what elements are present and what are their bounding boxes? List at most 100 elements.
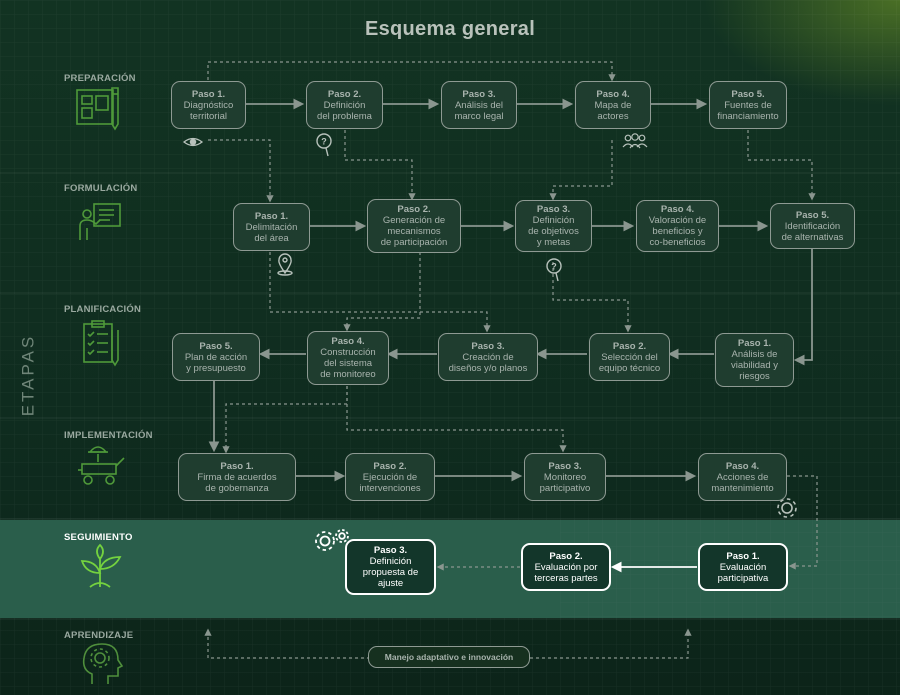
step-desc-line: intervenciones xyxy=(359,482,421,494)
step-number: Paso 2. xyxy=(327,88,362,100)
step-desc-line: actores xyxy=(597,110,629,122)
step-desc-line: viabilidad y xyxy=(731,360,778,371)
step-desc-line: Monitoreo xyxy=(543,471,587,483)
etapas-axis-label: ETAPAS xyxy=(8,320,48,430)
step-number: Paso 2. xyxy=(397,204,431,215)
preparacion-step-2[interactable]: Paso 2. Definición del problema xyxy=(306,81,383,129)
solid-connectors xyxy=(208,98,813,482)
planificacion-step-4[interactable]: Paso 4. Construcción del sistema de moni… xyxy=(307,331,389,385)
implementacion-step-4[interactable]: Paso 4. Acciones de mantenimiento xyxy=(698,453,787,501)
step-number: Paso 4. xyxy=(725,460,760,472)
formulacion-step-2[interactable]: Paso 2. Generación de mecanismos de part… xyxy=(367,199,461,253)
formulacion-step-3[interactable]: Paso 3. Definición de objetivos y metas xyxy=(515,200,592,252)
step-desc-line: propuesta de xyxy=(362,567,419,578)
step-number: Paso 3. xyxy=(471,340,505,352)
blueprint-icon xyxy=(76,87,119,131)
step-desc-line: Valoración de xyxy=(648,215,707,226)
planificacion-step-5[interactable]: Paso 5. Plan de acción y presupuesto xyxy=(172,333,260,381)
step-desc-line: de gobernanza xyxy=(205,482,269,494)
step-number: Paso 3. xyxy=(373,545,408,556)
step-desc-line: participativa xyxy=(717,572,769,584)
step-number: Paso 3. xyxy=(462,88,496,100)
stage-label-seguimiento: SEGUIMIENTO xyxy=(64,532,133,543)
stage-separators xyxy=(0,172,900,620)
step-desc-line: territorial xyxy=(190,110,227,122)
stage-label-aprendizaje: APRENDIZAJE xyxy=(64,630,134,641)
step-desc-line: de participación xyxy=(380,237,448,248)
seguimiento-step-1[interactable]: Paso 1. Evaluación participativa xyxy=(698,543,788,591)
step-desc-line: marco legal xyxy=(454,110,504,122)
step-desc-line: del sistema xyxy=(323,358,373,369)
step-number: Paso 3. xyxy=(536,204,571,215)
step-desc-line: mecanismos xyxy=(387,226,441,237)
step-number: Paso 1. xyxy=(220,460,254,472)
step-desc-line: equipo técnico xyxy=(598,362,661,374)
seguimiento-step-2[interactable]: Paso 2. Evaluación por terceras partes xyxy=(521,543,611,591)
step-desc-line: Definición xyxy=(532,215,575,226)
step-number: Paso 1. xyxy=(254,210,289,222)
svg-text:?: ? xyxy=(321,137,327,147)
presentation-icon xyxy=(79,203,121,240)
step-desc-line: ajuste xyxy=(377,578,404,589)
diagram-title: Esquema general xyxy=(364,18,536,40)
step-desc-line: Mapa de xyxy=(594,99,632,111)
preparacion-step-1[interactable]: Paso 1. Diagnóstico territorial xyxy=(171,81,246,129)
step-desc-line: beneficios y xyxy=(652,226,703,237)
step-desc-line: Análisis del xyxy=(454,99,504,111)
step-desc-line: terceras partes xyxy=(534,572,598,584)
step-desc-line: y presupuesto xyxy=(186,362,246,374)
step-number: Paso 1. xyxy=(726,550,760,562)
gears-icon xyxy=(315,529,349,551)
step-desc-line: del problema xyxy=(317,110,372,122)
eye-icon xyxy=(182,137,204,147)
step-desc-line: Plan de acción xyxy=(184,351,248,363)
step-desc-line: de monitoreo xyxy=(320,369,376,380)
step-desc-line: de objetivos xyxy=(528,226,579,237)
formulacion-step-4[interactable]: Paso 4. Valoración de beneficios y co-be… xyxy=(636,200,719,252)
step-desc-line: Evaluación xyxy=(719,561,767,573)
step-number: Paso 4. xyxy=(331,336,365,347)
implementacion-step-2[interactable]: Paso 2. Ejecución de intervenciones xyxy=(345,453,435,501)
sprout-icon xyxy=(80,543,122,588)
step-desc-line: Identificación xyxy=(784,220,841,232)
formulacion-step-5[interactable]: Paso 5. Identificación de alternativas xyxy=(770,203,855,249)
preparacion-step-4[interactable]: Paso 4. Mapa de actores xyxy=(575,81,651,129)
step-desc-line: del área xyxy=(254,232,289,244)
stage-label-formulacion: FORMULACIÓN xyxy=(64,183,138,194)
step-desc-line: diseños y/o planos xyxy=(448,362,528,374)
step-number: Paso 4. xyxy=(596,88,630,100)
formulacion-step-1[interactable]: Paso 1. Delimitación del área xyxy=(233,203,310,251)
svg-text:?: ? xyxy=(551,262,557,272)
step-desc-line: Acciones de xyxy=(716,471,769,483)
step-desc-line: participativo xyxy=(539,482,591,494)
step-desc-line: Generación de xyxy=(382,215,446,226)
preparacion-step-3[interactable]: Paso 3. Análisis del marco legal xyxy=(441,81,517,129)
planificacion-step-3[interactable]: Paso 3. Creación de diseños y/o planos xyxy=(438,333,538,381)
construction-icon xyxy=(78,446,125,485)
step-desc-line: financiamiento xyxy=(717,110,779,122)
step-desc-line: co-beneficios xyxy=(649,237,706,248)
implementacion-step-1[interactable]: Paso 1. Firma de acuerdos de gobernanza xyxy=(178,453,296,501)
step-number: Paso 5. xyxy=(795,209,830,221)
step-desc-line: Diagnóstico xyxy=(183,99,234,111)
seguimiento-step-3[interactable]: Paso 3. Definición propuesta de ajuste xyxy=(345,539,436,595)
implementacion-step-3[interactable]: Paso 3. Monitoreo participativo xyxy=(524,453,606,501)
step-desc-line: Ejecución de xyxy=(362,471,418,483)
planificacion-step-2[interactable]: Paso 2. Selección del equipo técnico xyxy=(589,333,670,381)
magnifier-question-icon: ? xyxy=(316,133,332,157)
step-desc-line: de alternativas xyxy=(781,231,844,243)
step-number: Paso 1. xyxy=(737,338,772,349)
planificacion-step-1[interactable]: Paso 1. Análisis de viabilidad y riesgos xyxy=(715,333,794,387)
step-number: Paso 5. xyxy=(199,340,233,352)
step-desc-line: Delimitación xyxy=(245,221,298,233)
step-desc-line: Fuentes de xyxy=(724,99,772,111)
stage-label-planificacion: PLANIFICACIÓN xyxy=(64,304,142,315)
stage-label-implementacion: IMPLEMENTACIÓN xyxy=(64,430,153,441)
step-number: Paso 1. xyxy=(191,88,226,100)
preparacion-step-5[interactable]: Paso 5. Fuentes de financiamiento xyxy=(709,81,787,129)
people-icon xyxy=(622,133,648,149)
aprendizaje-pill[interactable]: Manejo adaptativo e innovación xyxy=(368,646,530,668)
step-number: Paso 2. xyxy=(373,460,407,472)
step-number: Paso 2. xyxy=(612,340,647,352)
step-desc-line: Selección del xyxy=(601,351,658,363)
